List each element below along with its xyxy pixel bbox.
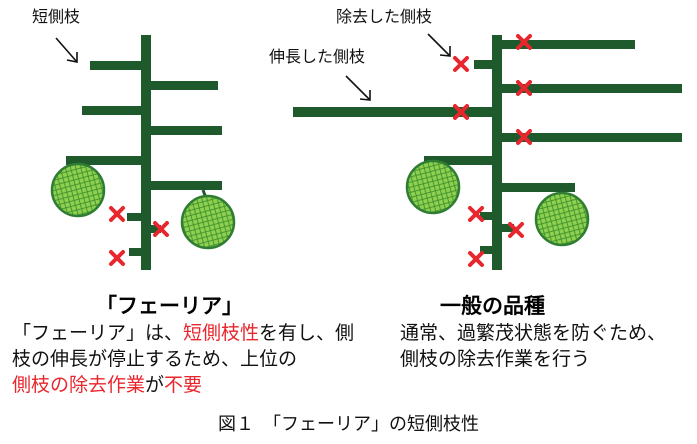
left-main-stem <box>141 35 151 270</box>
right-branch <box>502 84 682 93</box>
cross-mark <box>516 80 532 96</box>
left-branch <box>66 156 141 165</box>
cross-mark <box>468 251 484 267</box>
general-variety-heading: 一般の品種 <box>440 294 545 318</box>
short-branch-arrow <box>55 37 78 63</box>
right-cross-marks <box>453 34 532 267</box>
right-branch-cut <box>502 224 514 232</box>
cross-mark <box>453 104 469 120</box>
left-branch-cut <box>151 225 161 233</box>
right-branch <box>293 107 492 117</box>
left-melon-1 <box>50 160 106 218</box>
feria-desc-line3: 側枝の除去作業が不要 <box>12 374 203 396</box>
cross-mark <box>516 34 532 50</box>
left-branch <box>151 126 222 135</box>
diagram-figure: 短側枝 除去した側枝 伸長した側枝 <box>32 7 682 270</box>
left-cross-marks <box>109 206 169 266</box>
short-branch-trait: 短側枝性 <box>183 322 260 344</box>
figure-caption: 図１ 「フェーリア」の短側枝性 <box>218 414 479 435</box>
right-melon-1 <box>405 159 461 215</box>
cross-mark <box>109 250 125 266</box>
cross-mark <box>453 56 469 72</box>
left-branch-cut <box>127 213 141 221</box>
right-branch <box>502 133 682 142</box>
left-branch <box>151 81 218 90</box>
general-description: 通常、過繁茂状態を防ぐため、 側枝の除去作業を行う <box>400 320 666 372</box>
short-branch-label: 短側枝 <box>32 7 80 26</box>
cross-mark <box>508 222 524 238</box>
right-branch-cut <box>474 60 492 69</box>
cross-mark <box>516 129 532 145</box>
feria-desc-line2: 枝の伸長が停止するため、上位の <box>12 348 298 370</box>
left-plant <box>66 35 222 270</box>
right-branch-cut <box>480 246 492 254</box>
right-branch <box>502 40 635 49</box>
extended-branch-label: 伸長した側枝 <box>269 47 365 66</box>
left-branch <box>90 61 141 70</box>
left-branch <box>151 181 222 190</box>
left-branch <box>82 106 141 115</box>
right-plant <box>293 35 682 270</box>
right-branch <box>424 156 492 165</box>
left-branch-cut <box>129 248 141 256</box>
right-main-stem <box>492 35 502 270</box>
not-required: 不要 <box>164 374 203 396</box>
right-branch-cut <box>480 212 492 220</box>
left-melon-2 <box>180 189 236 250</box>
feria-description: 「フェーリア」は、短側枝性を有し、側 枝の伸長が停止するため、上位の 側枝の除去… <box>12 320 354 398</box>
branch-removal-work: 側枝の除去作業 <box>12 374 146 396</box>
removed-branch-label: 除去した側枝 <box>336 7 432 26</box>
removed-branch-arrow <box>427 33 451 57</box>
right-branch <box>502 183 575 192</box>
right-melon-2 <box>534 191 590 247</box>
cross-mark <box>153 221 169 237</box>
general-desc-line1: 通常、過繁茂状態を防ぐため、 <box>400 322 667 344</box>
extended-branch-arrow <box>345 75 371 101</box>
feria-heading: 「フェーリア」 <box>96 294 243 318</box>
cross-mark <box>109 206 125 222</box>
cross-mark <box>468 206 484 222</box>
general-desc-line2: 側枝の除去作業を行う <box>400 348 591 370</box>
feria-desc-line1: 「フェーリア」は、短側枝性を有し、側 <box>12 322 355 344</box>
